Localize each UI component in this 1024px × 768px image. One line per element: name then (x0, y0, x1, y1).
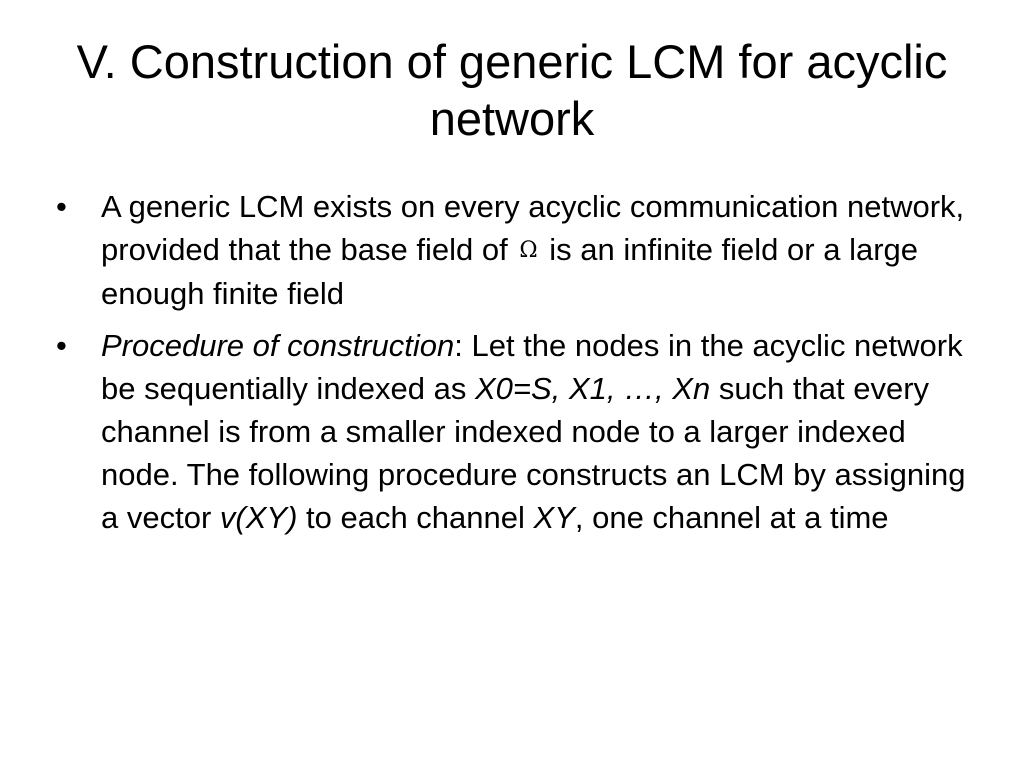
bullet-item-procedure: • Procedure of construction: Let the node… (56, 324, 986, 539)
procedure-term: Procedure of construction (101, 328, 455, 363)
procedure-text-4: , one channel at a time (574, 500, 889, 535)
bullet-list: • A generic LCM exists on every acyclic … (56, 185, 986, 548)
procedure-text-3: to each channel (297, 500, 534, 535)
bullet-marker: • (56, 189, 67, 224)
node-index-sequence: X0=S, X1, …, Xn (474, 371, 711, 406)
omega-symbol: Ω (519, 238, 538, 263)
channel-notation: XY (533, 500, 575, 535)
vector-notation: v(XY) (219, 500, 298, 535)
bullet-item-generic-lcm: • A generic LCM exists on every acyclic … (56, 185, 986, 315)
slide-title: V. Construction of generic LCM for acycl… (76, 35, 948, 145)
procedure-text-2: such that every channel is from a smalle… (101, 371, 966, 535)
procedure-text-1: Let the nodes in the acyclic network be … (101, 328, 963, 406)
procedure-colon: : (454, 328, 463, 363)
bullet-text-part1: A generic LCM exists on every acyclic co… (101, 189, 965, 267)
bullet-marker: • (56, 328, 67, 363)
bullet-text-part2: is an infinite field or a large enough f… (101, 232, 918, 311)
